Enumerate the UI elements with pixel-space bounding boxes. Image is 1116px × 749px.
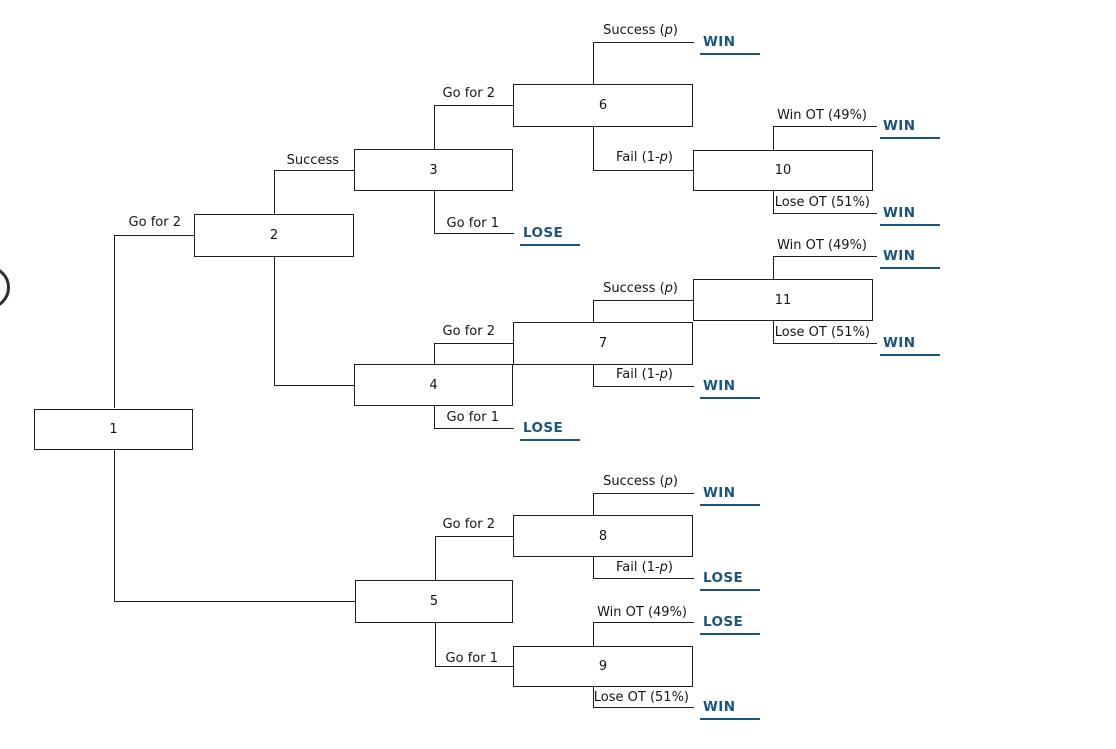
edge-7-11-label: Success (p): [603, 281, 678, 296]
edge-5-8-label: Go for 2: [442, 517, 495, 532]
node-label: 1: [109, 422, 118, 437]
edge-6-10-vline: [593, 127, 595, 170]
edge-8-lose-vline: [593, 557, 595, 578]
edge-3-lose-hline: [434, 233, 514, 235]
edge-8-lose-label: Fail (1-p): [616, 560, 673, 575]
outcome-8-win: WIN: [700, 486, 760, 506]
edge-4-7-hline: [434, 343, 513, 345]
edge-1-2-label: Go for 2: [128, 215, 181, 230]
edge-9-lose-vline: [593, 622, 595, 646]
edge-5-8-vline: [435, 536, 437, 580]
edge-3-6-label: Go for 2: [442, 86, 495, 101]
outcome-4-lose: LOSE: [520, 421, 580, 441]
outcome-11-loseot: WIN: [880, 336, 940, 356]
edge-9-lose-hline: [593, 622, 694, 624]
edge-2-3-vline: [274, 170, 276, 214]
node-8: 8: [513, 515, 693, 557]
edge-4-lose-hline: [434, 428, 514, 430]
outcome-6-win: WIN: [700, 35, 760, 55]
edge-6-10-label: Fail (1-p): [616, 150, 673, 165]
node-label: 5: [429, 594, 439, 609]
edge-10-loseot-vline: [773, 191, 775, 213]
node-10: 10: [693, 150, 873, 191]
node-label: 9: [598, 659, 608, 674]
outcome-3-lose: LOSE: [520, 226, 580, 246]
node-label: 8: [598, 528, 608, 544]
edge-7-11-hline: [593, 300, 693, 302]
outcome-10-winot: WIN: [880, 119, 940, 139]
node-label: 7: [598, 336, 608, 351]
outcome-11-winot: WIN: [880, 249, 940, 269]
edge-8-win-hline: [593, 493, 694, 495]
edge-8-win-label: Success (p): [603, 474, 678, 489]
edge-1-5-vline: [114, 450, 116, 601]
edge-4-7-vline: [434, 343, 436, 364]
edge-5-9-hline: [435, 666, 513, 668]
node-5: 5: [355, 580, 513, 623]
node-label: 6: [598, 98, 608, 113]
edge-9-win-label: Lose OT (51%): [593, 690, 689, 705]
edge-4-7-label: Go for 2: [442, 324, 495, 339]
node-label: 3: [429, 162, 438, 178]
node-1: 1: [34, 409, 193, 450]
outcome-7-win: WIN: [700, 379, 760, 399]
edge-10-winot-label: Win OT (49%): [777, 108, 867, 123]
edge-8-win-vline: [593, 493, 595, 515]
edge-3-lose-label: Go for 1: [446, 216, 499, 231]
edge-1-5-hline: [114, 601, 355, 603]
edge-11-winot-label: Win OT (49%): [777, 238, 867, 253]
node-4: 4: [354, 364, 513, 406]
node-3: 3: [354, 149, 513, 191]
edge-9-win-hline: [593, 707, 694, 709]
node-label: 4: [429, 377, 438, 393]
edge-4-lose-vline: [434, 406, 436, 428]
edge-1-2-hline: [114, 235, 194, 237]
edge-7-win-vline: [593, 365, 595, 386]
edge-7-win-label: Fail (1-p): [616, 367, 673, 382]
edge-11-loseot-label: Lose OT (51%): [774, 325, 870, 340]
edge-5-9-label: Go for 1: [445, 651, 498, 666]
clipped-circle-decoration: [0, 266, 10, 309]
edge-10-loseot-hline: [773, 213, 877, 215]
edge-11-winot-vline: [773, 256, 775, 279]
edge-4-lose-label: Go for 1: [446, 410, 499, 425]
edge-6-10-hline: [593, 170, 693, 172]
edge-1-2-vline: [114, 235, 116, 408]
edge-10-winot-hline: [773, 126, 877, 128]
edge-9-win-vline: [593, 687, 595, 707]
edge-7-11-vline: [593, 300, 595, 322]
node-label: 10: [774, 163, 792, 178]
edge-10-loseot-label: Lose OT (51%): [774, 195, 870, 210]
edge-8-lose-hline: [593, 578, 694, 580]
edge-2-4-hline: [274, 385, 354, 387]
node-7: 7: [513, 322, 693, 365]
node-6: 6: [513, 84, 693, 127]
edge-3-6-vline: [434, 105, 436, 149]
node-label: 2: [269, 228, 279, 243]
node-11: 11: [693, 279, 873, 321]
outcome-10-loseot: WIN: [880, 206, 940, 226]
edge-2-3-label: Success: [286, 153, 339, 168]
edge-7-win-hline: [593, 386, 694, 388]
node-2: 2: [194, 214, 354, 257]
node-9: 9: [513, 646, 693, 687]
edge-5-8-hline: [435, 536, 513, 538]
edge-6-win-hline: [593, 42, 694, 44]
edge-9-lose-label: Win OT (49%): [597, 605, 687, 620]
node-label: 11: [774, 292, 792, 308]
edge-11-winot-hline: [773, 256, 877, 258]
edge-3-6-hline: [434, 105, 513, 107]
edge-6-win-vline: [593, 42, 595, 84]
outcome-9-win: WIN: [700, 700, 760, 720]
edge-2-4-vline: [274, 257, 276, 385]
edge-2-3-hline: [274, 170, 354, 172]
edge-3-lose-vline: [434, 191, 436, 233]
edge-6-win-label: Success (p): [603, 23, 678, 38]
edge-11-loseot-hline: [773, 343, 877, 345]
edge-5-9-vline: [435, 623, 437, 666]
outcome-8-lose: LOSE: [700, 571, 760, 591]
outcome-9-lose: LOSE: [700, 615, 760, 635]
edge-11-loseot-vline: [773, 321, 775, 343]
edge-10-winot-vline: [773, 126, 775, 150]
